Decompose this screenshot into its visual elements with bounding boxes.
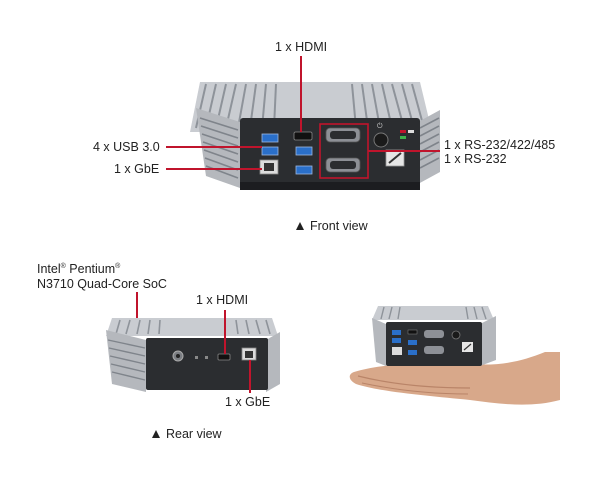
front-power-button: [373, 132, 389, 148]
front-usb-label: 4 x USB 3.0: [93, 140, 160, 154]
cpu-model-text: N3710 Quad-Core SoC: [37, 277, 167, 291]
front-gbe-callout-line: [166, 168, 262, 170]
front-gbe-label: 1 x GbE: [114, 162, 160, 176]
front-rs232-label: 1 x RS-232: [444, 152, 507, 166]
rear-gbe-label: 1 x GbE: [225, 395, 271, 409]
svg-text:⏻: ⏻: [377, 122, 383, 130]
front-rs232-422-485-label: 1 x RS-232/422/485: [444, 138, 556, 152]
front-hdmi-port: [293, 131, 313, 141]
front-view-caption-text: Front view: [310, 219, 368, 233]
rear-view-caption: Rear view: [152, 427, 222, 441]
cpu-reg-mark-2: ®: [115, 263, 121, 270]
rear-gbe-callout-line: [249, 360, 251, 393]
front-serial-ports: [325, 127, 361, 173]
rear-cpu-callout-line: [136, 292, 138, 328]
front-view-caption: Front view: [296, 219, 368, 233]
rear-cpu-label: Intel® Pentium® N3710 Quad-Core SoC: [37, 262, 167, 292]
rear-hdmi-port: [217, 353, 231, 361]
front-hdmi-callout-line: [300, 56, 302, 132]
up-triangle-icon: [152, 430, 160, 438]
rear-hdmi-callout-line: [224, 310, 226, 354]
up-triangle-icon: [296, 222, 304, 230]
front-serial-callout-line: [368, 150, 440, 152]
front-usb-callout-line: [166, 146, 262, 148]
cpu-reg-mark: ®: [60, 263, 66, 270]
rear-hdmi-label: 1 x HDMI: [196, 293, 249, 307]
front-usb-ports: [261, 133, 313, 175]
front-hdmi-label: 1 x HDMI: [275, 40, 328, 54]
cpu-brand-text: Intel: [37, 262, 61, 276]
cpu-family-text: Pentium: [65, 262, 116, 276]
rear-view-caption-text: Rear view: [166, 427, 222, 441]
